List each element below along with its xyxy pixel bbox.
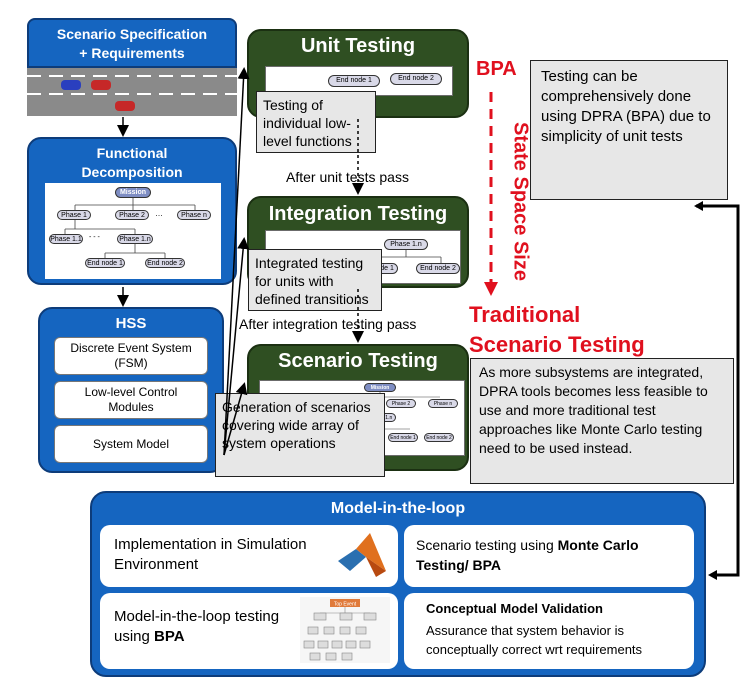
tree-dots: - - - bbox=[89, 234, 100, 241]
mitl-box: Model-in-the-loop Implementation in Simu… bbox=[90, 491, 706, 677]
mitl-scenario-text: Scenario testing using Monte Carlo Testi… bbox=[416, 537, 639, 573]
unit-note: Testing of individual low-level function… bbox=[256, 91, 376, 153]
subsystems-note: As more subsystems are integrated, DPRA … bbox=[470, 358, 734, 484]
scenario-spec-title: Scenario Specification + Requirements bbox=[56, 26, 208, 61]
mitl-scenario-panel: Scenario testing using Monte Carlo Testi… bbox=[404, 525, 694, 587]
tree-node-phase1n: Phase 1.n bbox=[117, 234, 153, 244]
scenario-mission: Mission bbox=[364, 383, 396, 392]
mitl-cmv-panel: Conceptual Model Validation Assurance th… bbox=[404, 593, 694, 669]
unit-end2: End node 2 bbox=[390, 73, 442, 85]
mitl-bpa-panel: Model-in-the-loop testing using BPA Top … bbox=[100, 593, 398, 669]
hss-title: HSS bbox=[115, 315, 147, 332]
top-event-label: Top Event bbox=[334, 602, 357, 608]
scenario-phase2: Phase 2 bbox=[386, 399, 416, 408]
hss-item-des: Discrete Event System(FSM) bbox=[54, 337, 208, 375]
tree-node-end1: End node 1 bbox=[85, 258, 125, 268]
functional-decomposition-box: Functional Decomposition Mission Phase 1… bbox=[27, 137, 237, 285]
cars-illustration bbox=[27, 68, 237, 116]
functional-title: Functional Decomposition bbox=[81, 145, 183, 180]
unit-end1: End node 1 bbox=[328, 75, 380, 87]
functional-tree: Mission Phase 1 Phase 2 … Phase n Phase … bbox=[45, 183, 221, 279]
event-tree-image: Top Event bbox=[300, 597, 390, 663]
mitl-title: Model-in-the-loop bbox=[330, 500, 466, 517]
hss-item-system-model: System Model bbox=[54, 425, 208, 463]
tree-node-phase1: Phase 1 bbox=[57, 210, 91, 220]
cmv-text: Assurance that system behavior is concep… bbox=[426, 623, 643, 657]
tree-node-end2: End node 2 bbox=[145, 258, 185, 268]
scenario-end1: End node 1 bbox=[388, 433, 418, 442]
road-image bbox=[27, 68, 237, 116]
mitl-impl-panel: Implementation in Simulation Environment bbox=[100, 525, 398, 587]
scenario-end2: End node 2 bbox=[424, 433, 454, 442]
state-space-arrow bbox=[478, 88, 508, 298]
matlab-logo-icon bbox=[338, 533, 386, 577]
tree-ellipsis: … bbox=[155, 209, 163, 218]
tree-node-phase2: Phase 2 bbox=[115, 210, 149, 220]
mitl-impl-text: Implementation in Simulation Environment bbox=[114, 536, 307, 573]
tree-node-phase-n: Phase n bbox=[177, 210, 211, 220]
scenario-testing-title: Scenario Testing bbox=[278, 350, 438, 372]
integration-note: Integrated testing for units with define… bbox=[248, 249, 382, 311]
scenario-note: Generation of scenarios covering wide ar… bbox=[215, 393, 385, 477]
tree-node-phase11: Phase 1.1 bbox=[49, 234, 83, 244]
unit-testing-title: Unit Testing bbox=[300, 35, 416, 57]
cmv-title: Conceptual Model Validation bbox=[426, 601, 603, 616]
after-integration-label: After integration testing pass bbox=[239, 316, 417, 332]
integration-testing-title: Integration Testing bbox=[268, 203, 448, 225]
mitl-bpa-text: Model-in-the-loop testing using BPA bbox=[114, 608, 280, 645]
state-space-label: State Space Size bbox=[509, 122, 532, 281]
integration-end2: End node 2 bbox=[416, 263, 460, 274]
hss-box: HSS Discrete Event System(FSM) Low-level… bbox=[38, 307, 224, 473]
after-unit-label: After unit tests pass bbox=[286, 169, 409, 185]
bpa-label: BPA bbox=[476, 58, 517, 80]
traditional-label: Traditional Scenario Testing bbox=[469, 302, 645, 357]
integration-phase1n: Phase 1.n bbox=[384, 239, 428, 250]
scenario-phase-n: Phase n bbox=[428, 399, 458, 408]
tree-node-mission: Mission bbox=[115, 187, 151, 198]
scenario-spec-box: Scenario Specification + Requirements bbox=[27, 18, 237, 68]
dpra-note: Testing can be comprehensively done usin… bbox=[530, 60, 728, 200]
